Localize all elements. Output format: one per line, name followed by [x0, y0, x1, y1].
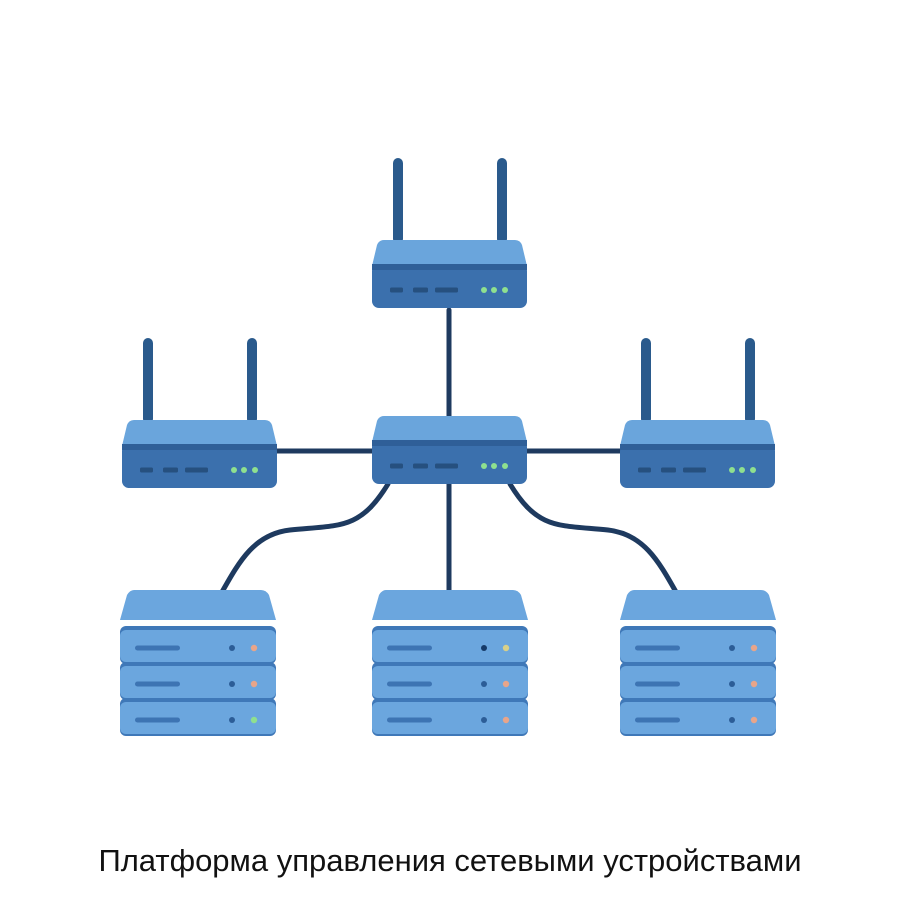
- device-top-face: [122, 420, 277, 446]
- status-led: [502, 716, 510, 724]
- antenna-icon: [745, 338, 755, 424]
- port-slot: [413, 463, 428, 469]
- drive-slot: [635, 681, 680, 687]
- status-led: [252, 467, 258, 473]
- port-slot: [661, 467, 676, 473]
- device-top-face: [372, 240, 527, 266]
- power-led: [729, 645, 735, 651]
- power-led: [481, 681, 487, 687]
- device-front: [620, 444, 775, 488]
- port-slot: [413, 287, 428, 293]
- switch-center: [372, 416, 527, 484]
- power-led: [481, 645, 487, 651]
- status-led: [502, 680, 510, 688]
- router-left: [122, 338, 277, 488]
- status-led: [502, 644, 510, 652]
- server-middle: [372, 590, 528, 736]
- power-led: [229, 681, 235, 687]
- device-edge: [122, 444, 277, 450]
- drive-slot: [387, 681, 432, 687]
- server-unit: [620, 630, 776, 662]
- device-top-face: [620, 420, 775, 446]
- server-unit: [372, 702, 528, 734]
- port-slot: [163, 467, 178, 473]
- drive-slot: [387, 717, 432, 723]
- port-slot: [638, 467, 651, 473]
- drive-slot: [135, 717, 180, 723]
- status-led: [481, 287, 487, 293]
- port-slot: [683, 467, 706, 473]
- device-front: [372, 264, 527, 308]
- status-led: [729, 467, 735, 473]
- device-edge: [372, 440, 527, 446]
- status-led: [231, 467, 237, 473]
- device-edge: [620, 444, 775, 450]
- server-unit: [372, 666, 528, 698]
- server-left: [120, 590, 276, 736]
- status-led: [241, 467, 247, 473]
- server-unit: [120, 666, 276, 698]
- antenna-icon: [143, 338, 153, 424]
- drive-slot: [135, 681, 180, 687]
- power-led: [729, 681, 735, 687]
- server-unit: [620, 666, 776, 698]
- router-right: [620, 338, 775, 488]
- port-slot: [390, 287, 403, 293]
- antenna-icon: [393, 158, 403, 244]
- port-slot: [435, 463, 458, 469]
- link-left-server: [219, 481, 391, 595]
- port-slot: [185, 467, 208, 473]
- power-led: [729, 717, 735, 723]
- router-top: [372, 158, 527, 308]
- status-led: [250, 644, 258, 652]
- drive-slot: [635, 645, 680, 651]
- device-front: [372, 440, 527, 484]
- drive-slot: [635, 717, 680, 723]
- status-led: [250, 680, 258, 688]
- status-led: [502, 463, 508, 469]
- status-led: [750, 716, 758, 724]
- status-led: [750, 680, 758, 688]
- status-led: [250, 716, 258, 724]
- link-right-server: [507, 481, 679, 595]
- port-slot: [140, 467, 153, 473]
- status-led: [739, 467, 745, 473]
- status-led: [481, 463, 487, 469]
- status-led: [750, 467, 756, 473]
- power-led: [229, 645, 235, 651]
- server-unit: [372, 630, 528, 662]
- server-top-face: [620, 590, 776, 620]
- device-edge: [372, 264, 527, 270]
- status-led: [502, 287, 508, 293]
- port-slot: [390, 463, 403, 469]
- antenna-icon: [247, 338, 257, 424]
- device-front: [122, 444, 277, 488]
- server-top-face: [372, 590, 528, 620]
- status-led: [491, 287, 497, 293]
- server-unit: [120, 630, 276, 662]
- server-unit: [620, 702, 776, 734]
- power-led: [481, 717, 487, 723]
- status-led: [491, 463, 497, 469]
- antenna-icon: [497, 158, 507, 244]
- drive-slot: [387, 645, 432, 651]
- device-top-face: [372, 416, 527, 442]
- port-slot: [435, 287, 458, 293]
- caption: Платформа управления сетевыми устройства…: [98, 843, 802, 878]
- server-unit: [120, 702, 276, 734]
- drive-slot: [135, 645, 180, 651]
- status-led: [750, 644, 758, 652]
- server-top-face: [120, 590, 276, 620]
- antenna-icon: [641, 338, 651, 424]
- connection-links: [219, 307, 679, 595]
- power-led: [229, 717, 235, 723]
- server-right: [620, 590, 776, 736]
